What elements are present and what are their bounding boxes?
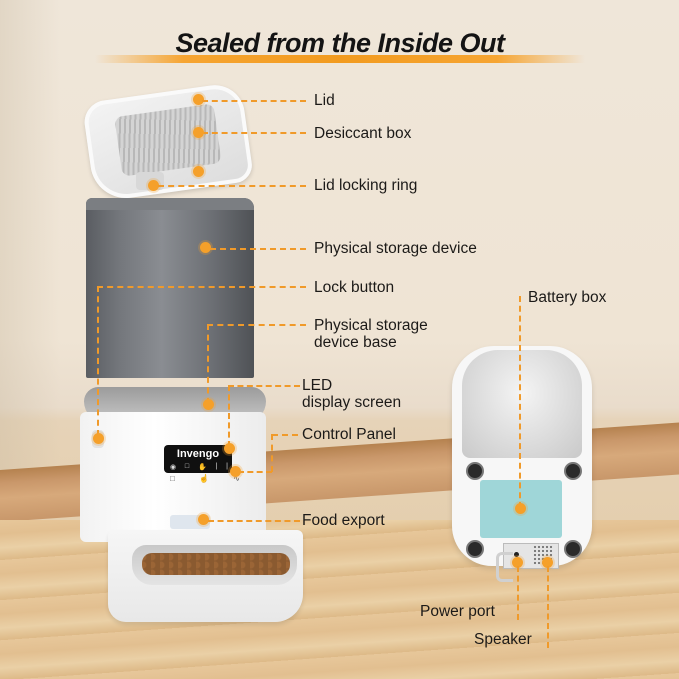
callout-line-lid — [202, 100, 306, 102]
lock-icon: □ — [184, 463, 190, 470]
led-display-screen: Invengo ◉ □ ✋ | | — [164, 445, 232, 473]
label-led-line2: display screen — [302, 394, 402, 411]
lock-icon: □ — [170, 474, 175, 483]
callout-line-food-export — [208, 520, 300, 522]
callout-dot-lid-ring — [148, 180, 159, 191]
bottom-dome — [462, 350, 582, 458]
label-desiccant-box: Desiccant box — [314, 125, 412, 142]
callout-line-storage — [210, 248, 306, 250]
label-lid-locking-ring: Lid locking ring — [314, 177, 418, 194]
label-battery-box: Battery box — [528, 289, 607, 306]
brand-logo: Invengo — [176, 448, 220, 460]
callout-line-control-h — [238, 471, 272, 473]
label-food-export: Food export — [302, 512, 385, 529]
rubber-foot — [466, 540, 484, 558]
callout-vline-battery — [519, 296, 521, 508]
callout-dot-control — [230, 466, 241, 477]
label-power-port: Power port — [420, 603, 495, 620]
callout-vline-power-port — [517, 566, 519, 620]
label-storage-base-line1: Physical storage — [314, 317, 428, 334]
screen-status-icons: ◉ □ ✋ | | — [170, 463, 228, 471]
storage-hopper-image — [86, 198, 254, 378]
callout-line-control — [272, 434, 298, 436]
info-icon: | — [215, 463, 218, 470]
wall-shadow — [0, 0, 60, 500]
callout-line-desiccant — [202, 132, 306, 134]
callout-line-lid-ring — [158, 185, 306, 187]
callout-dot-battery — [515, 503, 526, 514]
callout-dot-base — [203, 399, 214, 410]
callout-dot-speaker — [542, 557, 553, 568]
control-panel-buttons: □ ☝ ∿ — [170, 474, 240, 483]
label-storage-base-line2: device base — [314, 334, 397, 351]
callout-dot-desiccant — [193, 127, 204, 138]
callout-vline-control — [271, 434, 273, 472]
callout-line-led — [228, 385, 300, 387]
label-lid: Lid — [314, 92, 335, 109]
callout-line-base — [207, 324, 306, 326]
callout-dot-lock-button — [93, 433, 104, 444]
page-title: Sealed from the Inside Out — [175, 28, 505, 58]
title-underline-bar — [95, 55, 585, 63]
callout-vline-led — [228, 385, 230, 447]
rubber-foot — [564, 540, 582, 558]
label-physical-storage-device: Physical storage device — [314, 240, 477, 257]
label-speaker: Speaker — [474, 631, 532, 648]
hand-icon: ☝ — [199, 474, 210, 483]
callout-dot-desiccant — [193, 166, 204, 177]
rubber-foot — [466, 462, 484, 480]
kibble-food — [142, 553, 290, 575]
callout-dot-storage — [200, 242, 211, 253]
headline: Sealed from the Inside Out — [95, 22, 585, 72]
callout-dot-food-export — [198, 514, 209, 525]
hand-icon: ✋ — [197, 464, 207, 471]
callout-line-lock-button — [97, 286, 306, 288]
label-led-line1: LED — [302, 377, 333, 394]
callout-dot-power-port — [512, 557, 523, 568]
power-port-image — [514, 552, 519, 557]
callout-vline-speaker — [547, 566, 549, 648]
label-control-panel: Control Panel — [302, 426, 396, 443]
callout-vline-lock-button — [97, 286, 99, 436]
voice-icon: ∿ — [233, 474, 240, 483]
callout-dot-led — [224, 443, 235, 454]
hopper-rim — [86, 198, 254, 210]
callout-dot-lid — [193, 94, 204, 105]
wifi-icon: ◉ — [170, 464, 177, 471]
callout-vline-base — [207, 324, 209, 404]
rubber-foot — [564, 462, 582, 480]
label-lock-button: Lock button — [314, 279, 395, 296]
power-cable — [496, 552, 513, 582]
info-icon: | — [226, 463, 228, 470]
